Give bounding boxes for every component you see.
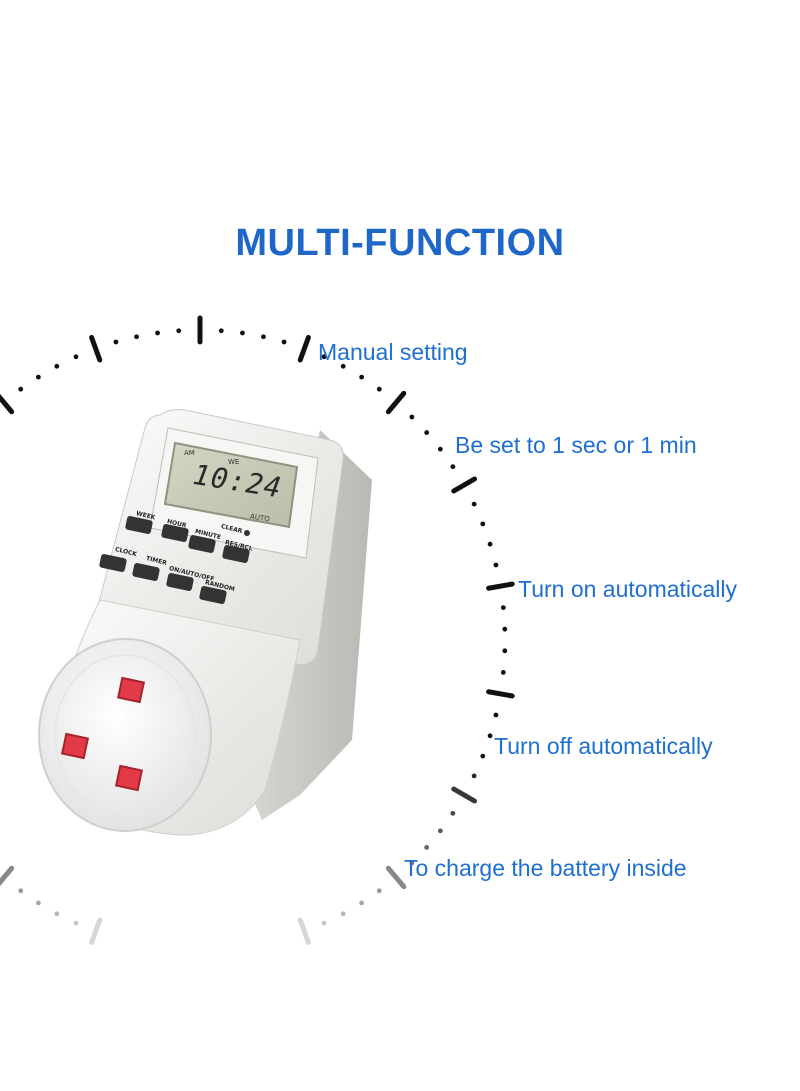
dial-minor-dot xyxy=(113,339,119,345)
dial-minor-dot xyxy=(471,773,477,779)
clock-button[interactable] xyxy=(99,553,127,572)
dial-minor-dot xyxy=(54,363,60,369)
clear-button[interactable] xyxy=(244,530,250,536)
dial-major-tick xyxy=(0,865,15,887)
feature-auto-off: Turn off automatically xyxy=(494,733,713,759)
dial-minor-dot xyxy=(424,845,430,850)
dial-major-tick xyxy=(89,917,103,946)
dial-minor-dot xyxy=(500,605,506,610)
earth-pin-slot xyxy=(116,676,146,704)
dial-minor-dot xyxy=(261,334,266,340)
dial-major-tick xyxy=(297,334,311,363)
dial-minor-dot xyxy=(424,430,430,435)
dial-minor-dot xyxy=(73,920,79,926)
neutral-pin-slot xyxy=(114,764,144,792)
dial-major-tick xyxy=(0,393,15,415)
dial-major-tick xyxy=(385,865,407,890)
live-pin-slot xyxy=(60,732,90,760)
dial-minor-dot xyxy=(376,386,382,392)
dial-minor-dot xyxy=(450,810,456,816)
res-rcl-button[interactable] xyxy=(222,544,250,563)
dial-minor-dot xyxy=(493,712,499,718)
lcd-am-indicator: AM xyxy=(184,449,195,457)
timer-button[interactable] xyxy=(132,562,160,581)
dial-minor-dot xyxy=(54,911,60,917)
dial-minor-dot xyxy=(73,354,79,360)
dial-minor-dot xyxy=(340,911,346,917)
hour-button[interactable] xyxy=(161,523,189,542)
dial-minor-dot xyxy=(480,521,486,527)
dial-minor-dot xyxy=(376,888,382,894)
dial-minor-dot xyxy=(359,374,365,380)
dial-major-tick xyxy=(451,786,478,804)
socket-face xyxy=(38,638,212,832)
dial-minor-dot xyxy=(409,414,415,420)
dial-major-tick xyxy=(486,689,515,699)
page-heading: MULTI-FUNCTION xyxy=(235,222,565,264)
lcd-screen xyxy=(163,441,299,529)
feature-battery-charge: To charge the battery inside xyxy=(404,855,687,881)
button-row-bottom xyxy=(99,553,227,604)
dial-minor-dot xyxy=(218,328,224,334)
dial-minor-dot xyxy=(409,860,415,866)
dial-minor-dot xyxy=(437,828,443,834)
random-button[interactable] xyxy=(199,585,227,604)
dial-major-tick xyxy=(89,334,103,363)
dial-minor-dot xyxy=(502,648,508,654)
dial-minor-dot xyxy=(471,501,477,507)
dial-minor-dot xyxy=(281,339,287,345)
minute-button[interactable] xyxy=(188,534,216,553)
dial-major-tick xyxy=(486,581,515,591)
dial-minor-dot xyxy=(134,334,139,340)
dial-major-tick xyxy=(385,390,407,415)
dial-minor-dot xyxy=(35,374,41,380)
dial-major-tick xyxy=(297,917,311,946)
dial-minor-dot xyxy=(155,330,160,336)
dial-minor-dot xyxy=(502,626,508,632)
dial-minor-dot xyxy=(18,386,24,392)
feature-auto-on: Turn on automatically xyxy=(518,576,738,602)
lcd-day-indicator: WE xyxy=(228,458,240,466)
dial-minor-dot xyxy=(480,753,486,759)
dial-major-tick xyxy=(451,476,478,494)
feature-manual-setting: Manual setting xyxy=(318,339,468,365)
week-button[interactable] xyxy=(125,515,153,534)
dial-minor-dot xyxy=(500,670,506,675)
on-auto-off-button[interactable] xyxy=(166,572,194,591)
dial-minor-dot xyxy=(450,464,456,470)
dial-minor-dot xyxy=(18,888,24,894)
dial-minor-dot xyxy=(493,562,499,568)
dial-minor-dot xyxy=(487,733,493,739)
dial-minor-dot xyxy=(437,446,443,452)
dial-minor-dot xyxy=(176,328,182,334)
feature-interval: Be set to 1 sec or 1 min xyxy=(455,432,697,458)
dial-minor-dot xyxy=(35,900,41,906)
dial-minor-dot xyxy=(487,541,493,547)
dial-minor-dot xyxy=(240,330,245,336)
dial-minor-dot xyxy=(359,900,365,906)
dial-minor-dot xyxy=(321,354,327,360)
dial-minor-dot xyxy=(321,920,327,926)
button-row-top xyxy=(125,515,250,563)
dial-minor-dot xyxy=(340,363,346,369)
